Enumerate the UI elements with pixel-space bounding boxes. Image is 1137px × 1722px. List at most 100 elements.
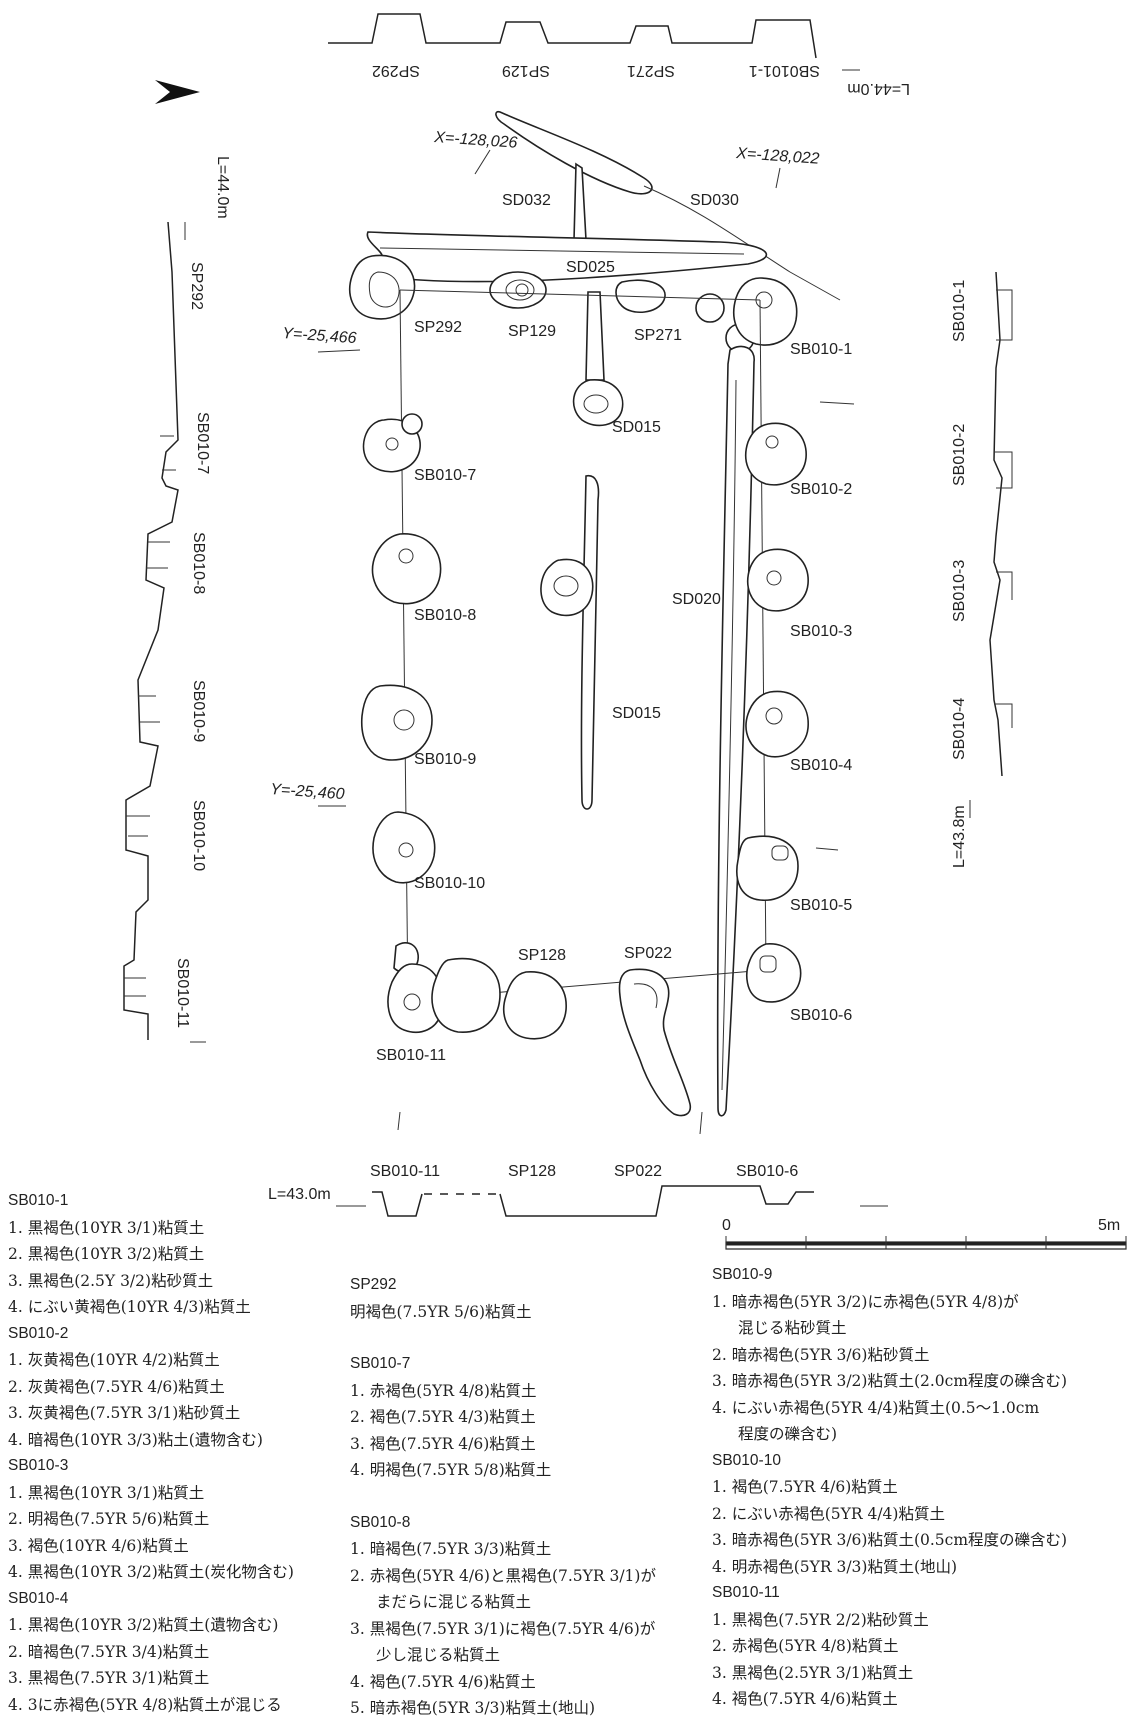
legend-item: 5. 暗赤褐色(5YR 3/3)粘質土(地山) bbox=[350, 1699, 596, 1717]
legend-title: SP292 bbox=[350, 1276, 397, 1293]
north-arrow-icon bbox=[155, 80, 200, 104]
label-sb010-2: SB010-2 bbox=[790, 481, 852, 498]
label-sb010-3: SB010-3 bbox=[790, 623, 852, 640]
legend-item: 4. にぶい赤褐色(5YR 4/4)粘質土(0.5～1.0cm bbox=[712, 1398, 1040, 1417]
legend-item: 1. 黒褐色(10YR 3/1)粘質土 bbox=[8, 1218, 205, 1237]
legend-item: 2. 褐色(7.5YR 4/3)粘質土 bbox=[350, 1408, 536, 1426]
feature-sd015 bbox=[580, 475, 600, 810]
bottom-section-label-sb010-11: SB010-11 bbox=[370, 1163, 440, 1180]
right-level-label: L=43.8m bbox=[951, 805, 968, 868]
label-sp128: SP128 bbox=[518, 947, 566, 964]
coord-y2: Y=-25,460 bbox=[270, 781, 345, 803]
left-section-label-sp292: SP292 bbox=[188, 262, 205, 310]
legend-item: 2. にぶい赤褐色(5YR 4/4)粘質土 bbox=[712, 1504, 945, 1523]
label-sb010-10: SB010-10 bbox=[414, 875, 485, 892]
legend-title: SB010-7 bbox=[350, 1355, 411, 1372]
bottom-section-label-sb010-6: SB010-6 bbox=[736, 1163, 798, 1180]
label-sd032: SD032 bbox=[502, 192, 551, 209]
legend-item: 程度の礫含む) bbox=[738, 1425, 838, 1443]
right-section-label-sb010-1: SB010-1 bbox=[951, 280, 968, 342]
legend-item: 1. 暗赤褐色(5YR 3/2)に赤褐色(5YR 4/8)が bbox=[712, 1292, 1019, 1311]
legend-item: 1. 赤褐色(5YR 4/8)粘質土 bbox=[350, 1381, 537, 1400]
coord-x2: X=-128,022 bbox=[735, 145, 820, 168]
legend-title: SB010-10 bbox=[712, 1451, 781, 1469]
legend-column-3: SB010-9 1. 暗赤褐色(5YR 3/2)に赤褐色(5YR 4/8)が 混… bbox=[712, 1262, 1067, 1713]
scale-bar: 0 5m bbox=[722, 1217, 1127, 1250]
legend-item: 2. 明褐色(7.5YR 5/6)粘質土 bbox=[8, 1510, 210, 1528]
legend-item: 2. 赤褐色(5YR 4/6)と黒褐色(7.5YR 3/1)が bbox=[350, 1566, 656, 1585]
legend-item: 2. 灰黄褐色(7.5YR 4/6)粘質土 bbox=[8, 1377, 225, 1396]
bottom-section-label-sp128: SP128 bbox=[508, 1163, 556, 1180]
legend-item: 3. 褐色(7.5YR 4/6)粘質土 bbox=[350, 1434, 536, 1453]
label-sb010-4: SB010-4 bbox=[790, 757, 852, 774]
feature-sp129 bbox=[489, 271, 547, 309]
label-sp129: SP129 bbox=[508, 323, 556, 340]
label-sb010-1: SB010-1 bbox=[790, 341, 852, 358]
feature-sp292 bbox=[348, 254, 416, 320]
label-sp022: SP022 bbox=[624, 945, 672, 962]
legend-item: 3. 暗赤褐色(5YR 3/6)粘質土(0.5cm程度の礫含む) bbox=[712, 1531, 1068, 1549]
feature-sd015-top bbox=[572, 379, 624, 427]
feature-sd025 bbox=[359, 231, 768, 283]
right-section-label-sb010-2: SB010-2 bbox=[951, 424, 968, 486]
legend-item: 4. 暗褐色(10YR 3/3)粘土(遺物含む) bbox=[8, 1430, 263, 1449]
right-section-label-sb010-3: SB010-3 bbox=[951, 560, 968, 622]
feature-sb010-6 bbox=[746, 943, 802, 1003]
left-section-label-sb010-10: SB010-10 bbox=[190, 800, 207, 871]
legend-title: SB010-11 bbox=[712, 1584, 780, 1601]
left-section-label-sb010-7: SB010-7 bbox=[194, 412, 211, 474]
label-sb010-9: SB010-9 bbox=[414, 751, 476, 768]
scale-zero-label: 0 bbox=[722, 1217, 731, 1234]
label-sb010-7: SB010-7 bbox=[414, 467, 476, 484]
feature-sp128 bbox=[502, 971, 567, 1040]
legend-item: 4. 明赤褐色(5YR 3/3)粘質土(地山) bbox=[712, 1557, 958, 1576]
label-sp292: SP292 bbox=[414, 319, 462, 336]
left-section-label-sb010-8: SB010-8 bbox=[190, 532, 207, 594]
legend-column-2: SP292 明褐色(7.5YR 5/6)粘質土 SB010-7 1. 赤褐色(5… bbox=[350, 1272, 656, 1722]
legend-item: 3. 暗赤褐色(5YR 3/2)粘質土(2.0cm程度の礫含む) bbox=[712, 1372, 1068, 1390]
legend-item: 4. にぶい黄褐色(10YR 4/3)粘質土 bbox=[8, 1298, 251, 1316]
legend-item: 1. 灰黄褐色(10YR 4/2)粘質土 bbox=[8, 1351, 220, 1369]
legend-item: 1. 褐色(7.5YR 4/6)粘質土 bbox=[712, 1478, 898, 1496]
legend-item: 2. 黒褐色(10YR 3/2)粘質土 bbox=[8, 1245, 205, 1263]
bottom-level-label: L=43.0m bbox=[268, 1186, 331, 1203]
coord-x1: X=-128,026 bbox=[433, 129, 518, 152]
legend-item: 3. 黒褐色(7.5YR 3/1)に褐色(7.5YR 4/6)が bbox=[350, 1619, 656, 1638]
legend-title: SB010-8 bbox=[350, 1513, 411, 1531]
legend-item: 明褐色(7.5YR 5/6)粘質土 bbox=[350, 1302, 532, 1321]
top-section-label-sb0101-1: SB0101-1 bbox=[749, 62, 820, 79]
scale-max-label: 5m bbox=[1098, 1217, 1120, 1234]
legend-title: SB010-1 bbox=[8, 1192, 69, 1209]
bottom-section-profile: SB010-11 SP128 SP022 SB010-6 L=43.0m bbox=[268, 1163, 888, 1217]
feature-sb010-4 bbox=[745, 690, 809, 758]
legend-column-1: SB010-1 1. 黒褐色(10YR 3/1)粘質土 2. 黒褐色(10YR … bbox=[8, 1188, 294, 1718]
feature-sb010-1 bbox=[732, 277, 798, 346]
legend-item: 混じる粘砂質土 bbox=[738, 1319, 847, 1337]
legend-item: 4. 黒褐色(10YR 3/2)粘質土(炭化物含む) bbox=[8, 1563, 294, 1581]
feature-sb010-2 bbox=[744, 422, 807, 486]
right-section-profile: SB010-1 SB010-2 SB010-3 SB010-4 L=43.8m bbox=[951, 271, 1013, 868]
left-section-profile: L=44.0m SP292 SB010-7 SB010-8 SB010-9 SB… bbox=[123, 156, 231, 1043]
legend-title: SB010-3 bbox=[8, 1457, 69, 1474]
left-section-label-sb010-9: SB010-9 bbox=[190, 680, 207, 742]
legend-item: 3. 黒褐色(2.5YR 3/1)粘質土 bbox=[712, 1663, 914, 1682]
right-section-label-sb010-4: SB010-4 bbox=[951, 698, 968, 760]
legend-item: 少し混じる粘質土 bbox=[376, 1646, 501, 1664]
legend-item: 2. 赤褐色(5YR 4/8)粘質土 bbox=[712, 1637, 899, 1655]
legend-item: 1. 黒褐色(10YR 3/1)粘質土 bbox=[8, 1483, 205, 1502]
legend-item: 3. 黒褐色(2.5Y 3/2)粘砂質土 bbox=[8, 1271, 214, 1290]
legend-item: 4. 3に赤褐色(5YR 4/8)粘質土が混じる bbox=[8, 1695, 282, 1714]
legend-title: SB010-4 bbox=[8, 1589, 69, 1607]
feature-sd032 bbox=[495, 110, 653, 195]
left-level-label: L=44.0m bbox=[214, 156, 231, 219]
feature-sb010-3 bbox=[746, 548, 809, 612]
legend-item: 1. 暗褐色(7.5YR 3/3)粘質土 bbox=[350, 1540, 552, 1558]
plan-labels: X=-128,026 X=-128,022 Y=-25,466 Y=-25,46… bbox=[270, 129, 853, 1064]
left-section-label-sb010-11: SB010-11 bbox=[174, 958, 191, 1028]
legend-item: 2. 暗赤褐色(5YR 3/6)粘砂質土 bbox=[712, 1345, 930, 1364]
label-sb010-5: SB010-5 bbox=[790, 897, 852, 914]
label-sb010-11: SB010-11 bbox=[376, 1047, 446, 1064]
label-sd030: SD030 bbox=[690, 192, 739, 209]
label-sb010-6: SB010-6 bbox=[790, 1007, 852, 1024]
